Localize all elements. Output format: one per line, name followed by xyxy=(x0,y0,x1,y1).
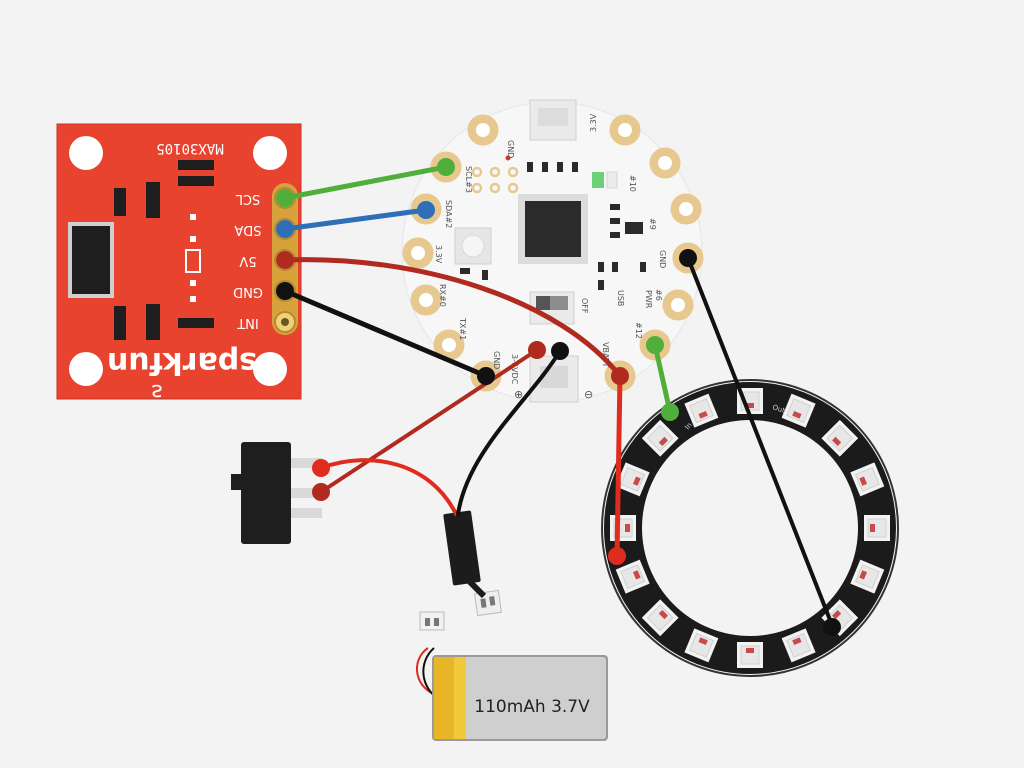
wire-switch-batt[interactable] xyxy=(319,458,458,516)
pad-label-12: #12 xyxy=(634,322,643,339)
pad-label-scl: SCL#3 xyxy=(464,166,473,193)
label-minus: ⊖ xyxy=(584,388,593,401)
neopixel-ring: In Out xyxy=(601,379,899,677)
pad-label-gnd-bottom: GND xyxy=(492,351,501,369)
pin-label-int: INT xyxy=(237,315,259,330)
neopixel-led xyxy=(864,515,890,541)
ring-out-label: Out xyxy=(771,403,786,415)
pin-label-5v: 5V xyxy=(239,253,256,268)
wire-data-ring[interactable] xyxy=(652,342,673,415)
neopixel-led xyxy=(781,628,816,663)
sparkfun-logo: sparkfun xyxy=(107,345,257,380)
pad-label-gnd-right: GND xyxy=(658,250,667,268)
pad-label-rx: RX#0 xyxy=(438,284,447,307)
label-off: OFF xyxy=(580,298,589,314)
pad-label-vdc: 3-6VDC xyxy=(510,354,519,385)
pad-label-tx: TX#1 xyxy=(458,317,467,340)
sensor-model-label: MAX30105 xyxy=(156,140,223,156)
wire-switch-vdc[interactable] xyxy=(319,348,539,494)
mounting-hole xyxy=(69,136,103,170)
pad-label-6: #6 xyxy=(654,289,663,301)
wire-5v[interactable] xyxy=(282,257,623,379)
pin-label-gnd: GND xyxy=(233,284,263,299)
neopixel-led xyxy=(737,642,763,668)
pad-label-gnd-top: GND xyxy=(506,140,515,158)
controller-board: GND 3.3V #10 #9 GND #6 #12 VBATT 3-6VDC … xyxy=(401,99,704,403)
lipo-battery: 110mAh 3.7V xyxy=(416,611,608,741)
neopixel-led xyxy=(684,628,719,663)
label-plus: ⊕ xyxy=(514,388,523,401)
neopixel-led xyxy=(615,559,650,594)
neopixel-led xyxy=(850,462,885,497)
neopixel-led xyxy=(850,559,885,594)
neopixel-led xyxy=(641,419,679,457)
wires xyxy=(282,164,834,627)
battery-pigtail xyxy=(443,510,502,617)
battery-label: 110mAh 3.7V xyxy=(474,697,590,717)
neopixel-led xyxy=(684,393,719,428)
pin-label-sda: SDA xyxy=(234,222,261,237)
pad-label-9: #9 xyxy=(648,218,657,230)
pad-label-3v3: 3.3V xyxy=(589,113,598,132)
flame-icon: ƨ xyxy=(151,379,162,404)
sensor-board: MAX30105 sparkfun ƨ SCL SDA 5V GND INT xyxy=(56,123,302,404)
pad-label-vbatt: VBATT xyxy=(601,342,610,368)
pad-label-3v3-left: 3.3V xyxy=(434,245,443,264)
wire-sda[interactable] xyxy=(282,207,429,232)
battery-jst-plug xyxy=(419,611,445,631)
label-pwr: PWR xyxy=(644,290,653,309)
wire-vbatt-ring[interactable] xyxy=(614,373,623,559)
pad-label-sda: SDA#2 xyxy=(444,200,453,228)
neopixel-led xyxy=(821,419,859,457)
neopixel-led xyxy=(615,462,650,497)
pin-label-scl: SCL xyxy=(235,191,260,206)
mounting-hole xyxy=(69,352,103,386)
wire-gnd[interactable] xyxy=(282,288,489,379)
ring-in-label: In xyxy=(683,421,693,431)
neopixel-led xyxy=(781,393,816,428)
mounting-hole xyxy=(253,352,287,386)
status-led xyxy=(592,172,604,188)
wire-endpoints xyxy=(276,158,841,636)
slide-switch[interactable] xyxy=(231,442,322,544)
wire-gnd-ring[interactable] xyxy=(686,256,834,627)
sensor-chip xyxy=(68,222,114,298)
mounting-hole xyxy=(253,136,287,170)
label-usb: USB xyxy=(616,290,625,306)
neopixel-led xyxy=(610,515,636,541)
wire-scl[interactable] xyxy=(282,164,449,201)
wire-batt-gnd[interactable] xyxy=(456,349,562,516)
neopixel-led xyxy=(641,599,679,637)
led-group xyxy=(610,388,890,668)
pad-label-10: #10 xyxy=(628,175,637,192)
